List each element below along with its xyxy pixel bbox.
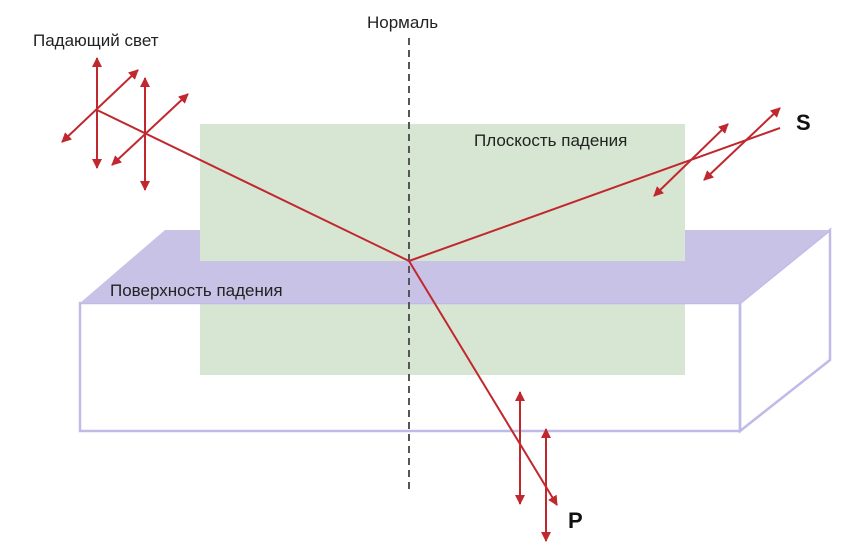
incidence-plane-upper xyxy=(200,124,685,261)
incident-polarization-arrow xyxy=(61,69,139,143)
incidence-plane-lower xyxy=(200,303,685,375)
p-polarization-label: P xyxy=(568,508,583,533)
incident-light-label: Падающий свет xyxy=(33,31,159,50)
plane-of-incidence-label: Плоскость падения xyxy=(474,131,628,150)
incident-polarization-arrow xyxy=(111,93,189,166)
s-polarization-arrow xyxy=(703,107,781,181)
normal-label: Нормаль xyxy=(367,13,439,32)
surface-of-incidence-label: Поверхность падения xyxy=(110,281,283,300)
refracted-ray xyxy=(408,260,558,506)
s-polarization-label: S xyxy=(796,110,811,135)
